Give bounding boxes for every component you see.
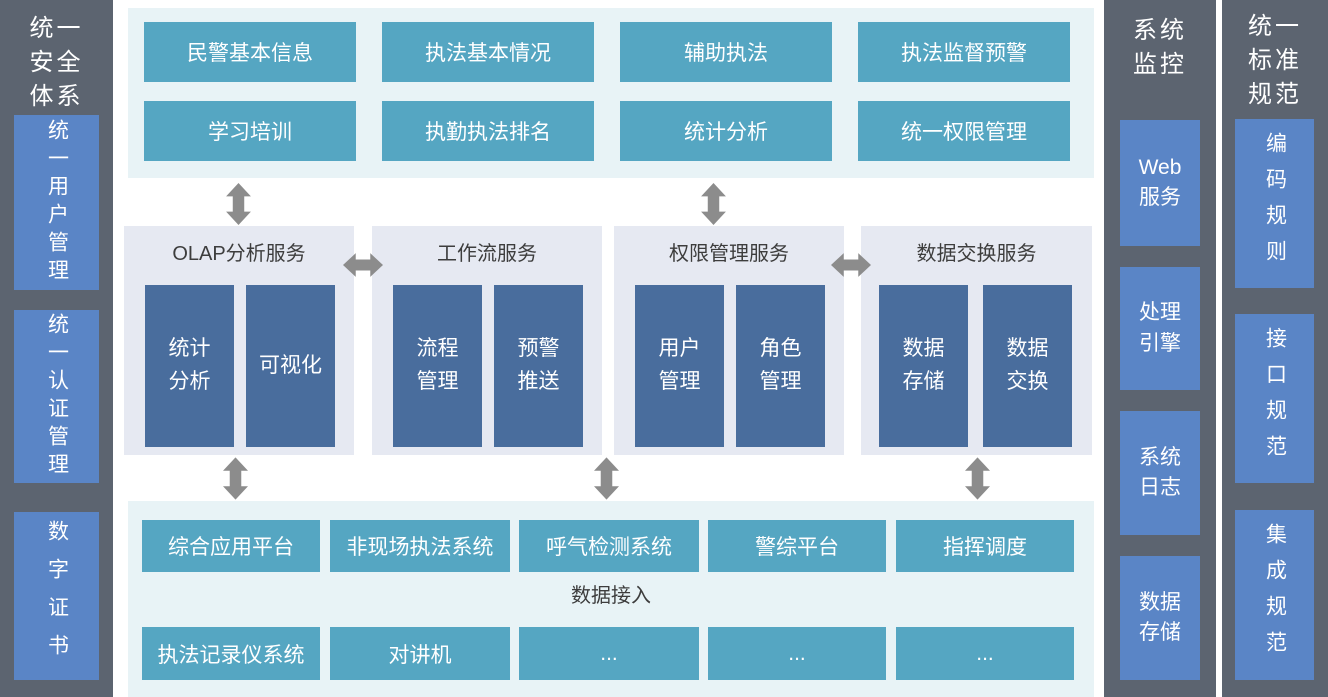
panel-title: 数据交换服务 [916, 243, 1037, 265]
olap-service-panel: OLAP分析服务 统计 分析 可视化 [124, 226, 354, 455]
standards-title: 统一 标准 规范 [1248, 13, 1302, 109]
source-box-label: 非现场执法系统 [346, 536, 494, 559]
app-box-learning-training: 学习培训 [144, 101, 356, 161]
panel-title: 权限管理服务 [669, 243, 789, 265]
data-exchange-service-panel: 数据交换服务 数据 存储 数据 交换 [861, 226, 1092, 455]
double-arrow-vertical-icon [226, 183, 251, 225]
source-box-offsite-enforcement: 非现场执法系统 [330, 520, 510, 572]
standard-item-integration-spec: 集成规范 [1235, 510, 1314, 680]
standard-item-label: 集成规范 [1263, 523, 1287, 667]
double-arrow-horizontal-icon [831, 252, 871, 278]
app-box-label: 民警基本信息 [187, 42, 313, 65]
standard-item-label: 编码规则 [1263, 131, 1287, 276]
service-box-stat-analysis: 统计 分析 [145, 285, 234, 447]
service-box-process-mgmt: 流程 管理 [393, 285, 482, 447]
source-box-walkie-talkie: 对讲机 [330, 627, 510, 680]
app-box-statistics: 统计分析 [620, 101, 832, 161]
source-box-ellipsis-1: ... [519, 627, 699, 680]
double-arrow-vertical-icon [701, 183, 726, 225]
app-box-label: 学习培训 [208, 121, 292, 144]
double-arrow-vertical-icon [594, 457, 619, 500]
app-box-permission-mgmt: 统一权限管理 [858, 101, 1070, 161]
system-monitor-column: 系统 监控 Web 服务 处理 引擎 系统 日志 数据 存储 [1104, 0, 1216, 697]
app-box-enforcement-basic: 执法基本情况 [382, 22, 594, 82]
sidebar-item-label: 数字证书 [45, 520, 69, 672]
source-box-label: 警综平台 [755, 536, 839, 559]
standards-column: 统一 标准 规范 编码规则 接口规范 集成规范 [1222, 0, 1328, 697]
panel-title: 工作流服务 [437, 243, 537, 265]
service-box-data-storage: 数据 存储 [879, 285, 968, 447]
security-sidebar: 统一 安全 体系 统一用户管理 统一认证管理 数字证书 [0, 0, 113, 697]
sidebar-item-auth-management: 统一认证管理 [14, 310, 99, 483]
security-sidebar-title: 统一 安全 体系 [29, 15, 84, 111]
double-arrow-vertical-icon [223, 457, 248, 500]
standard-item-label: 接口规范 [1263, 326, 1287, 471]
data-access-label: 数据接入 [571, 585, 651, 607]
standard-item-coding-rules: 编码规则 [1235, 119, 1314, 288]
application-layer-panel: 民警基本信息 执法基本情况 辅助执法 执法监督预警 学习培训 执勤执法排名 统计… [128, 8, 1094, 178]
source-box-label: ... [976, 641, 994, 665]
sidebar-item-label: 统一用户管理 [45, 118, 69, 287]
source-box-breath-test: 呼气检测系统 [519, 520, 699, 572]
monitor-item-data-storage: 数据 存储 [1120, 556, 1200, 680]
source-box-command-dispatch: 指挥调度 [896, 520, 1074, 572]
service-box-data-exchange: 数据 交换 [983, 285, 1072, 447]
service-box-user-mgmt: 用户 管理 [635, 285, 724, 447]
source-box-label: 对讲机 [388, 643, 452, 667]
sidebar-item-digital-certificate: 数字证书 [14, 512, 99, 680]
app-box-label: 执法基本情况 [425, 42, 551, 65]
service-box-warning-push: 预警 推送 [494, 285, 583, 447]
double-arrow-horizontal-icon [343, 252, 383, 278]
app-box-supervision-warning: 执法监督预警 [858, 22, 1070, 82]
service-box-role-mgmt: 角色 管理 [736, 285, 825, 447]
app-box-assisted-enforcement: 辅助执法 [620, 22, 832, 82]
source-box-label: 指挥调度 [943, 536, 1027, 559]
source-box-ellipsis-2: ... [708, 627, 886, 680]
app-box-police-basic-info: 民警基本信息 [144, 22, 356, 82]
data-access-panel: 综合应用平台 非现场执法系统 呼气检测系统 警综平台 指挥调度 数据接入 执法记… [128, 501, 1094, 697]
app-box-label: 辅助执法 [684, 42, 768, 65]
double-arrow-vertical-icon [965, 457, 990, 500]
source-box-police-platform: 警综平台 [708, 520, 886, 572]
service-box-visualization: 可视化 [246, 285, 335, 447]
source-box-label: 呼气检测系统 [546, 536, 672, 559]
app-box-label: 执勤执法排名 [425, 121, 551, 144]
sidebar-item-user-management: 统一用户管理 [14, 115, 99, 290]
source-box-body-camera: 执法记录仪系统 [142, 627, 320, 680]
sidebar-item-label: 统一认证管理 [45, 312, 69, 481]
panel-title: OLAP分析服务 [172, 243, 306, 265]
monitor-item-web-service: Web 服务 [1120, 120, 1200, 246]
standard-item-interface-spec: 接口规范 [1235, 314, 1314, 483]
source-box-ellipsis-3: ... [896, 627, 1074, 680]
workflow-service-panel: 工作流服务 流程 管理 预警 推送 [372, 226, 602, 455]
monitor-item-processing-engine: 处理 引擎 [1120, 267, 1200, 390]
source-box-label: ... [600, 641, 618, 665]
source-box-integrated-platform: 综合应用平台 [142, 520, 320, 572]
source-box-label: ... [788, 641, 806, 665]
app-box-duty-ranking: 执勤执法排名 [382, 101, 594, 161]
app-box-label: 统计分析 [684, 121, 768, 144]
app-box-label: 执法监督预警 [901, 42, 1027, 65]
source-box-label: 执法记录仪系统 [157, 643, 305, 667]
permission-service-panel: 权限管理服务 用户 管理 角色 管理 [614, 226, 844, 455]
source-box-label: 综合应用平台 [168, 536, 294, 559]
system-monitor-title: 系统 监控 [1133, 17, 1187, 79]
monitor-item-system-log: 系统 日志 [1120, 411, 1200, 535]
app-box-label: 统一权限管理 [901, 121, 1027, 144]
